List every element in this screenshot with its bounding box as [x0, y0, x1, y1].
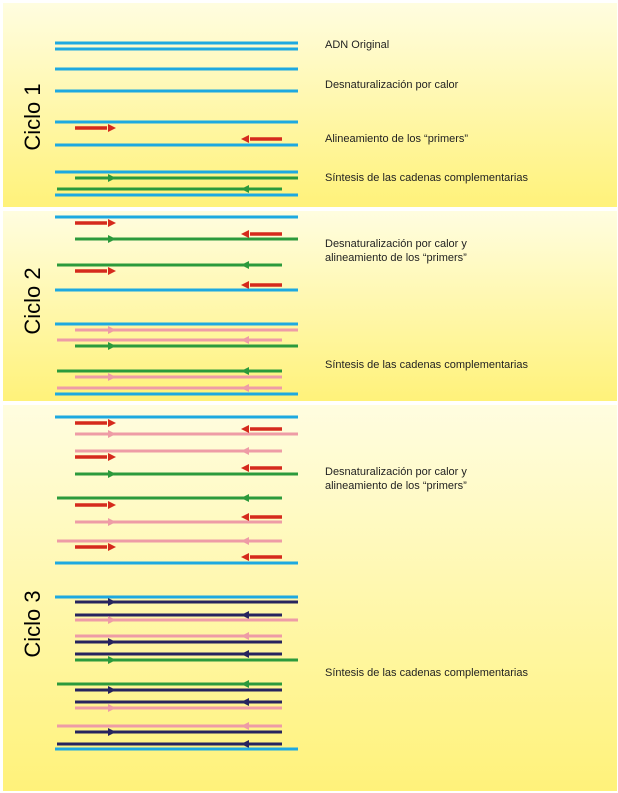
primer-arrowhead — [241, 135, 249, 143]
step-denaturation-annealing-label: Desnaturalización por calor y — [325, 238, 467, 250]
primer-arrowhead — [241, 464, 249, 472]
primer-marker — [108, 326, 116, 334]
step-primer-annealing-label: Alineamiento de los “primers” — [325, 133, 468, 145]
primer-arrowhead — [241, 425, 249, 433]
primer-marker — [108, 174, 116, 182]
primer-marker — [241, 740, 249, 748]
cycle-3-label: Ciclo 3 — [20, 590, 45, 657]
primer-marker — [241, 680, 249, 688]
step-original-dna-label: ADN Original — [325, 39, 389, 51]
primer-arrowhead — [108, 543, 116, 551]
primer-marker — [108, 235, 116, 243]
primer-arrowhead — [241, 230, 249, 238]
primer-marker — [241, 494, 249, 502]
primer-marker — [241, 722, 249, 730]
primer-arrowhead — [241, 281, 249, 289]
primer-arrowhead — [108, 267, 116, 275]
primer-marker — [108, 373, 116, 381]
primer-marker — [241, 367, 249, 375]
primer-marker — [108, 598, 116, 606]
primer-marker — [241, 447, 249, 455]
primer-arrowhead — [108, 124, 116, 132]
primer-marker — [108, 342, 116, 350]
primer-arrowhead — [108, 419, 116, 427]
primer-marker — [241, 384, 249, 392]
primer-marker — [241, 537, 249, 545]
primer-marker — [241, 698, 249, 706]
primer-marker — [241, 611, 249, 619]
step-denaturation-annealing-label: Desnaturalización por calor y — [325, 466, 467, 478]
primer-marker — [108, 638, 116, 646]
primer-marker — [108, 518, 116, 526]
step-synthesis-label: Síntesis de las cadenas complementarias — [325, 359, 528, 371]
primer-marker — [241, 632, 249, 640]
step-denaturation-annealing-label-line2: alineamiento de los “primers” — [325, 480, 467, 492]
primer-marker — [108, 430, 116, 438]
primer-arrowhead — [108, 501, 116, 509]
dna-strands — [55, 41, 298, 751]
primer-marker — [108, 656, 116, 664]
primer-marker — [108, 470, 116, 478]
primer-marker — [241, 650, 249, 658]
primer-arrowhead — [241, 513, 249, 521]
step-synthesis-label: Síntesis de las cadenas complementarias — [325, 172, 528, 184]
primer-arrowhead — [241, 553, 249, 561]
primer-marker — [241, 336, 249, 344]
cycle-1-label: Ciclo 1 — [20, 83, 45, 150]
cycle-2-label: Ciclo 2 — [20, 267, 45, 334]
primer-marker — [108, 686, 116, 694]
primer-marker — [241, 185, 249, 193]
step-denaturation-annealing-label-line2: alineamiento de los “primers” — [325, 252, 467, 264]
step-synthesis-label: Síntesis de las cadenas complementarias — [325, 667, 528, 679]
primer-arrowhead — [108, 453, 116, 461]
cycle-2-band — [3, 211, 617, 401]
primer-marker — [108, 616, 116, 624]
primer-marker — [108, 704, 116, 712]
primer-arrowhead — [108, 219, 116, 227]
step-denaturation-label: Desnaturalización por calor — [325, 79, 459, 91]
primer-marker — [241, 261, 249, 269]
primer-marker — [108, 728, 116, 736]
